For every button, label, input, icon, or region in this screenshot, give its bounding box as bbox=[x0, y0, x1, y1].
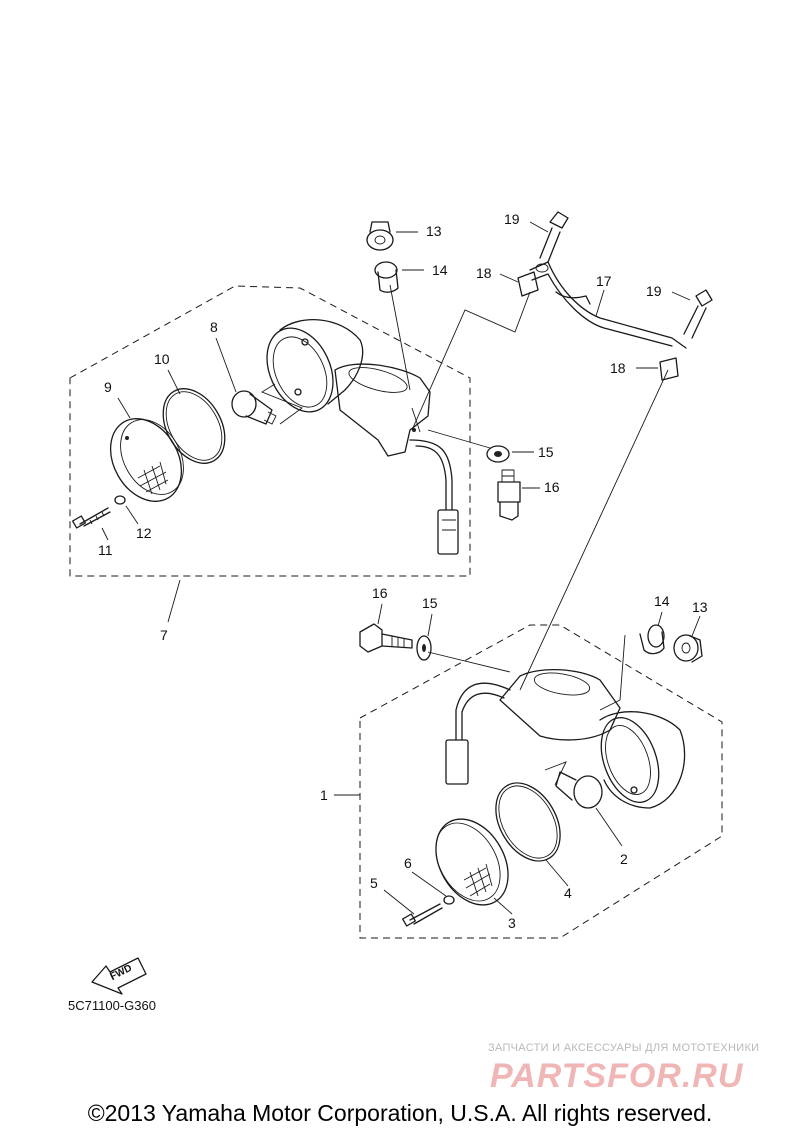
gasket-4 bbox=[495, 782, 561, 862]
label-13-top: 13 bbox=[426, 223, 442, 239]
washer-15-top bbox=[486, 445, 510, 463]
diagram-code: 5C71100-G360 bbox=[68, 998, 156, 1013]
label-5: 5 bbox=[370, 875, 378, 891]
label-16-top: 16 bbox=[544, 479, 560, 495]
damper-18-top bbox=[517, 271, 539, 297]
callout-leaders bbox=[101, 221, 701, 915]
label-18-top: 18 bbox=[476, 265, 492, 281]
washer-6 bbox=[443, 895, 455, 905]
label-10: 10 bbox=[154, 351, 170, 367]
lens-3 bbox=[435, 818, 509, 906]
label-8: 8 bbox=[210, 319, 218, 335]
label-17: 17 bbox=[596, 273, 612, 289]
label-14-top: 14 bbox=[432, 262, 448, 278]
label-6: 6 bbox=[404, 855, 412, 871]
watermark-logo: PARTSFOR.RU bbox=[490, 1057, 744, 1095]
collar-14-bottom bbox=[639, 624, 665, 655]
label-4: 4 bbox=[564, 885, 572, 901]
washer-12 bbox=[114, 495, 126, 505]
bulb-2 bbox=[555, 771, 603, 809]
label-16-bottom: 16 bbox=[372, 585, 388, 601]
label-13-bottom: 13 bbox=[692, 599, 708, 615]
label-18-bottom: 18 bbox=[610, 360, 626, 376]
housing-bottom bbox=[445, 668, 686, 809]
stay-17 bbox=[529, 261, 687, 349]
label-14-bottom: 14 bbox=[654, 593, 670, 609]
nut-13-top bbox=[366, 221, 394, 251]
screw-5 bbox=[402, 903, 443, 927]
bulb-8 bbox=[231, 390, 277, 425]
collar-14-top bbox=[374, 261, 399, 293]
part-labels: 13 14 15 16 8 10 9 12 11 7 19 18 17 19 1… bbox=[98, 211, 708, 931]
bolt-16-bottom bbox=[359, 623, 413, 653]
fwd-arrow-icon: FWD bbox=[91, 957, 147, 995]
assembly-outline-7 bbox=[69, 285, 471, 577]
damper-18-bottom bbox=[659, 357, 679, 381]
lens-9 bbox=[109, 418, 184, 502]
washer-15-bottom bbox=[416, 635, 432, 661]
label-19-bottom: 19 bbox=[646, 283, 662, 299]
nut-13-bottom bbox=[673, 634, 703, 663]
screw-11 bbox=[72, 507, 111, 529]
leader-lines bbox=[261, 284, 669, 786]
label-3: 3 bbox=[508, 915, 516, 931]
label-15-bottom: 15 bbox=[422, 595, 438, 611]
bolt-19-top bbox=[539, 211, 569, 263]
turn-signal-assembly-top bbox=[72, 319, 459, 555]
label-9: 9 bbox=[104, 379, 112, 395]
turn-signal-assembly-bottom bbox=[402, 668, 686, 927]
watermark-tagline: ЗАПЧАСТИ И АКСЕССУАРЫ ДЛЯ МОТОТЕХНИКИ bbox=[488, 1042, 760, 1054]
label-12: 12 bbox=[136, 525, 152, 541]
copyright-notice: ©2013 Yamaha Motor Corporation, U.S.A. A… bbox=[87, 1100, 713, 1126]
bolt-16-top bbox=[497, 469, 521, 521]
gasket-10 bbox=[162, 388, 226, 464]
label-11: 11 bbox=[98, 542, 113, 558]
housing-top bbox=[266, 319, 459, 555]
label-2: 2 bbox=[620, 851, 628, 867]
assembly-outline-1 bbox=[359, 624, 723, 939]
label-15-top: 15 bbox=[538, 444, 554, 460]
label-19-top: 19 bbox=[504, 211, 520, 227]
label-1: 1 bbox=[320, 787, 328, 803]
label-7: 7 bbox=[160, 627, 168, 643]
fwd-arrow-label: FWD bbox=[108, 963, 133, 983]
bolt-19-bottom bbox=[683, 289, 713, 339]
